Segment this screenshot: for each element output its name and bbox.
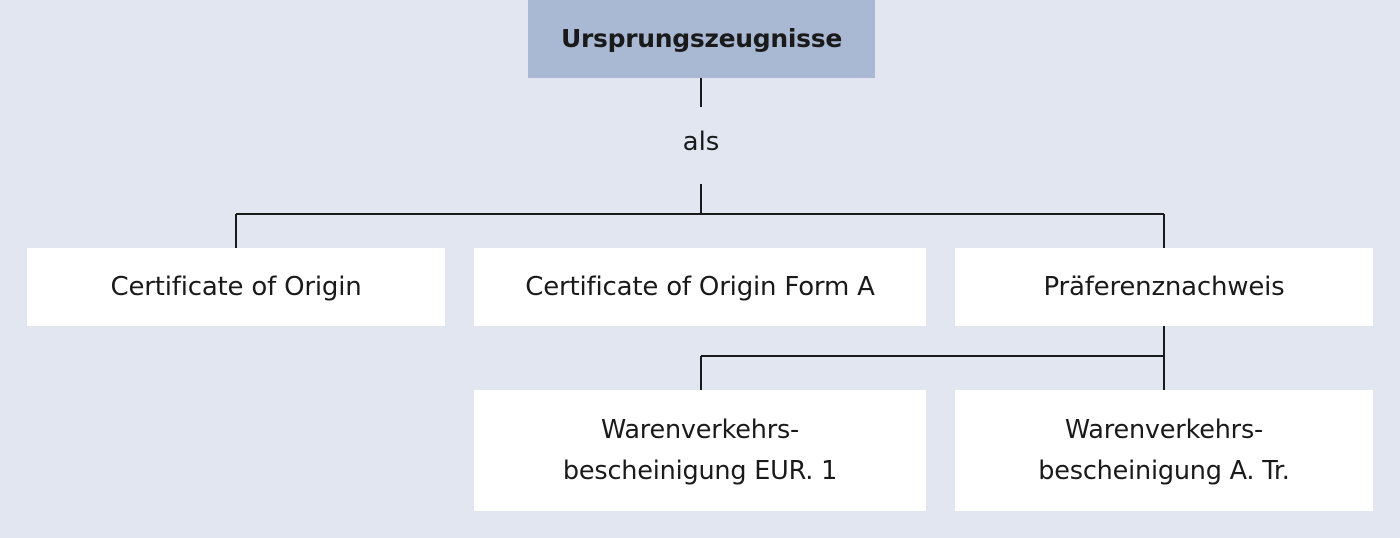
node-certificate-of-origin-form-a: Certificate of Origin Form A [474,248,926,326]
node-warenverkehrsbescheinigung-eur1: Warenverkehrs- bescheinigung EUR. 1 [474,390,926,511]
root-node-ursprungszeugnisse: Ursprungszeugnisse [528,0,875,78]
connector-label-als: als [682,127,720,157]
node-warenverkehrsbescheinigung-atr: Warenverkehrs- bescheinigung A. Tr. [955,390,1373,511]
node-certificate-of-origin: Certificate of Origin [27,248,445,326]
node-praeferenznachweis: Präferenznachweis [955,248,1373,326]
